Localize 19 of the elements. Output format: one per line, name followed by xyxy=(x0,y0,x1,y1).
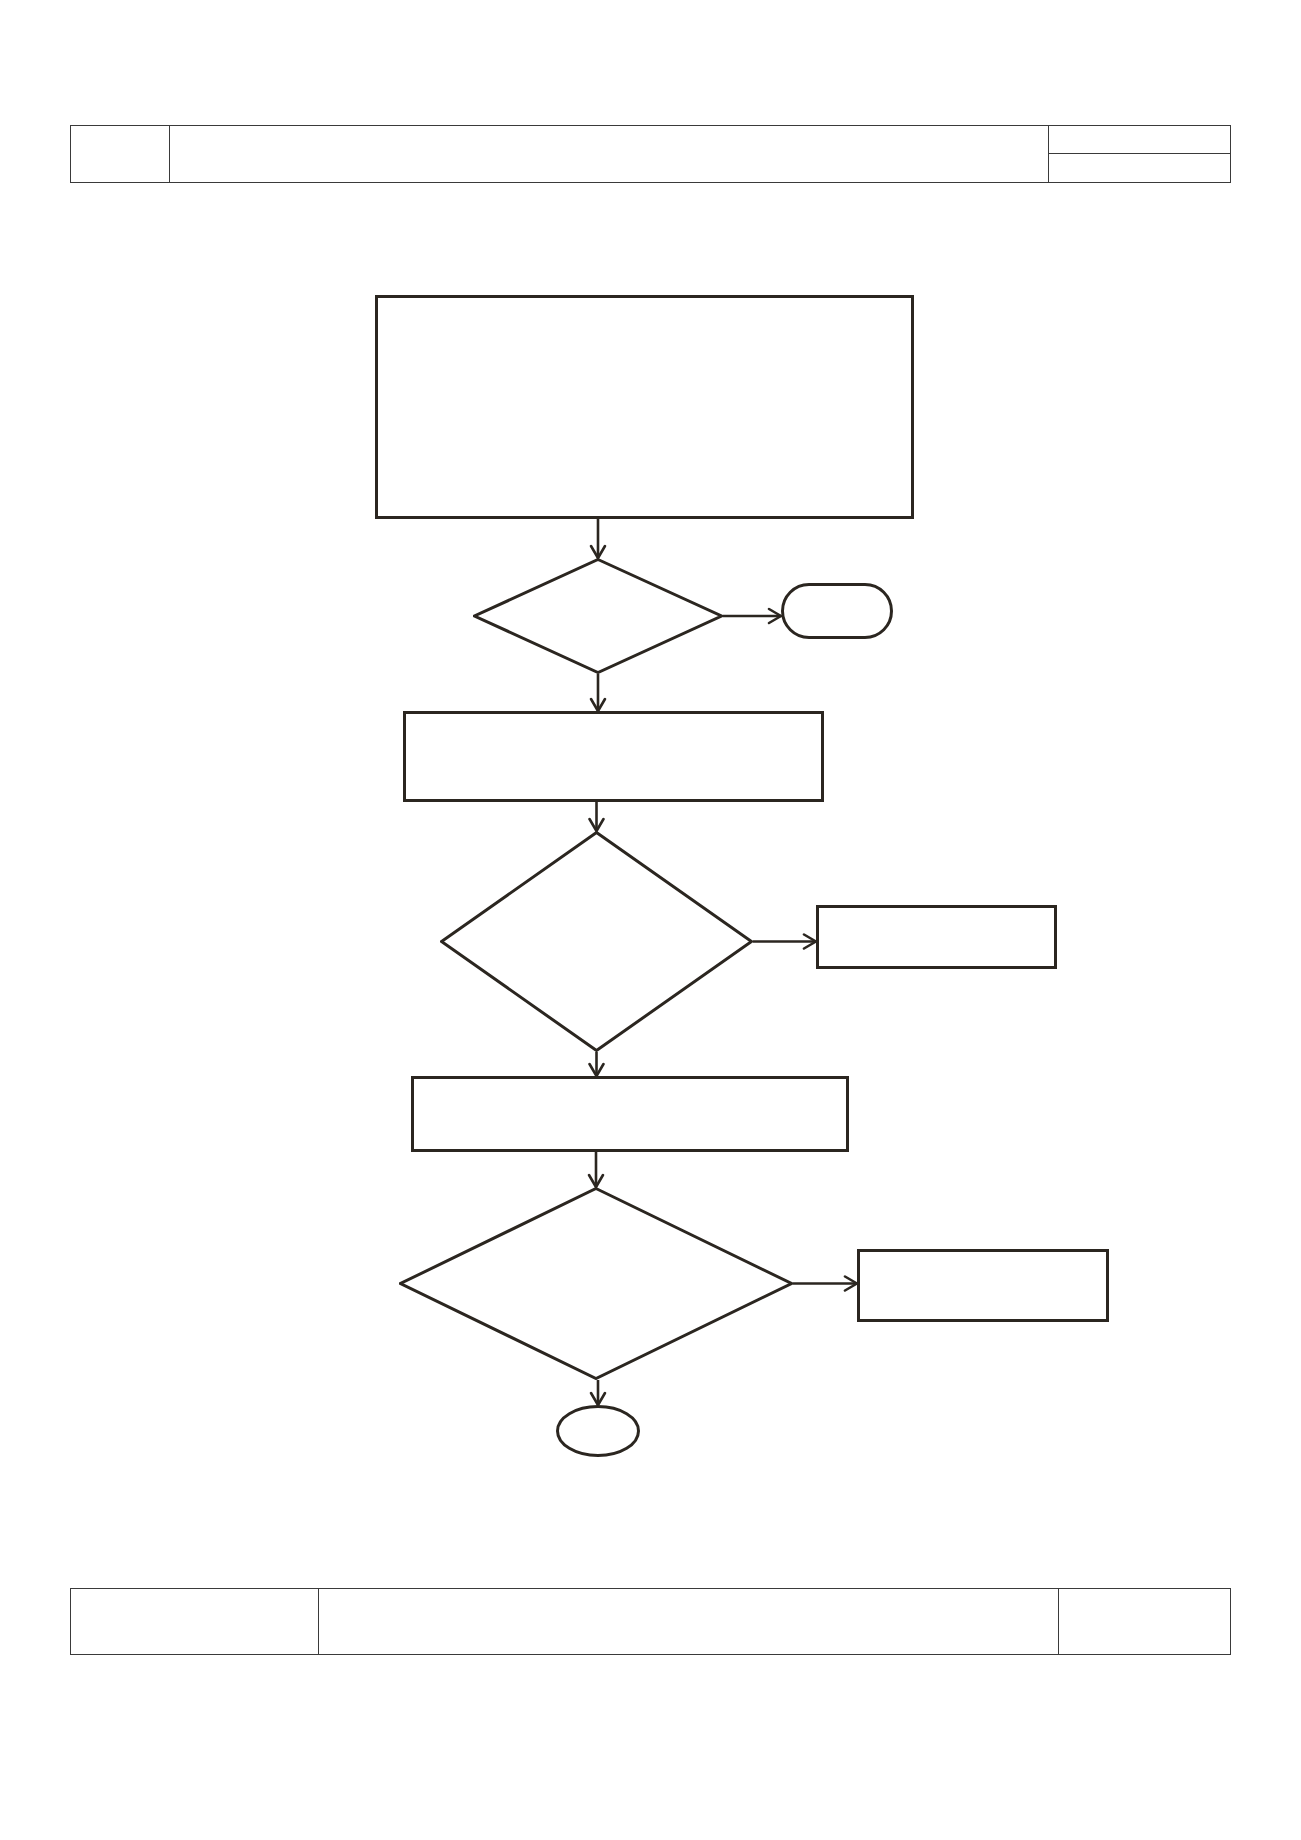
terminal-capsule xyxy=(781,583,893,639)
arrow xyxy=(723,607,783,625)
arrow xyxy=(589,519,607,560)
arrow xyxy=(587,1152,605,1189)
arrow xyxy=(589,674,607,713)
decision-diamond xyxy=(473,558,723,674)
process-box xyxy=(857,1249,1109,1322)
arrow xyxy=(753,933,818,950)
arrow xyxy=(588,802,605,833)
process-box xyxy=(403,711,824,802)
arrow xyxy=(589,1380,607,1407)
arrow xyxy=(793,1275,859,1292)
process-box xyxy=(816,905,1057,969)
process-box xyxy=(411,1076,849,1152)
process-box xyxy=(375,295,914,519)
decision-diamond xyxy=(399,1187,793,1380)
arrow xyxy=(588,1052,605,1078)
decision-diamond xyxy=(440,831,753,1052)
terminal-oval xyxy=(556,1405,640,1457)
